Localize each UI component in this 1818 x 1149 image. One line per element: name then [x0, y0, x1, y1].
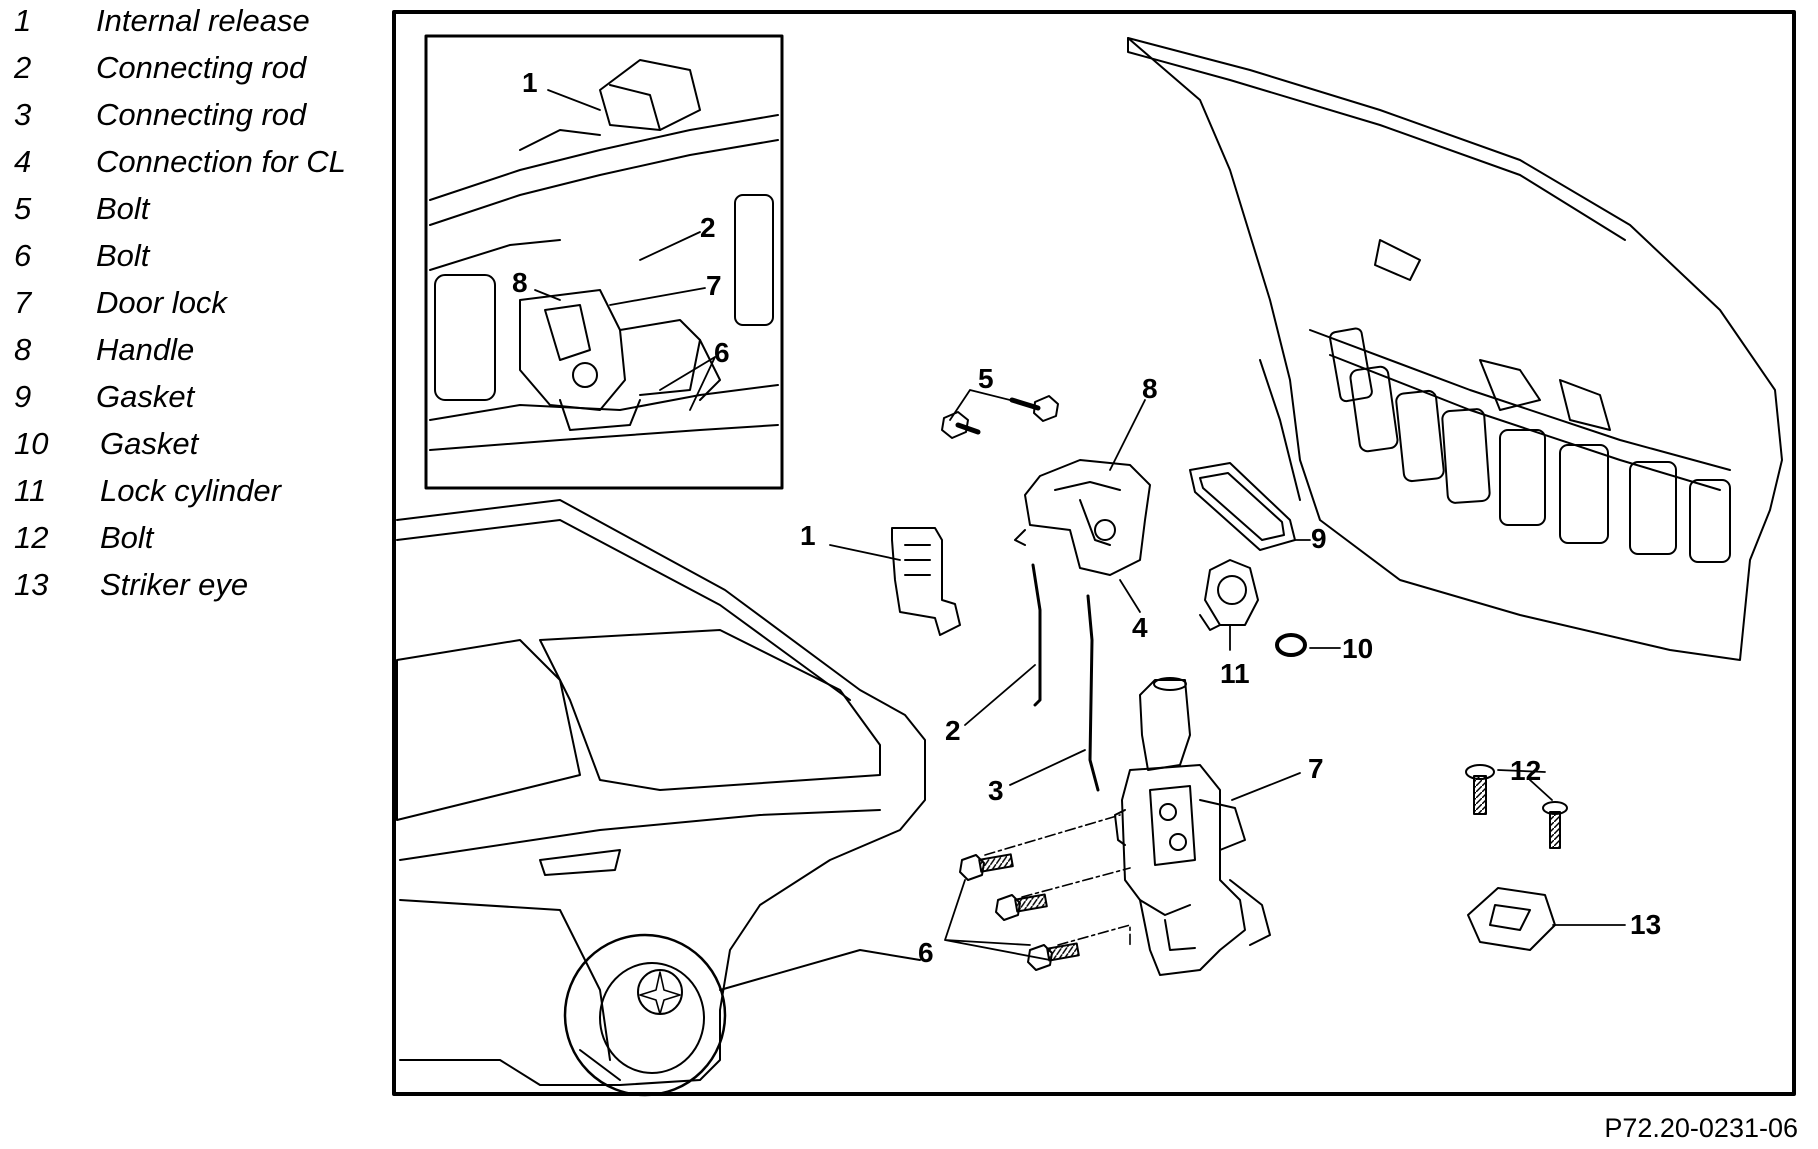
legend-item: 12 Bolt [14, 519, 394, 566]
callout-label: 8 [1142, 373, 1158, 404]
callout-label: 2 [945, 715, 961, 746]
legend-label: Gasket [96, 379, 195, 414]
callout-label: 1 [522, 67, 538, 98]
legend-label: Door lock [96, 285, 227, 320]
legend-item: 5 Bolt [14, 190, 394, 237]
legend-number: 2 [14, 50, 32, 85]
lock-cylinder-part [1199, 559, 1259, 631]
callout-label: 2 [700, 212, 716, 243]
connecting-rod-part [1031, 563, 1042, 707]
callout-label: 11 [1220, 658, 1250, 689]
legend-item: 6 Bolt [14, 237, 394, 284]
legend-label: Internal release [96, 3, 310, 38]
legend-number: 12 [14, 520, 49, 555]
legend-number: 11 [14, 473, 47, 508]
callout-label: 5 [978, 363, 994, 394]
legend-label: Connecting rod [96, 97, 307, 132]
legend-label: Bolt [100, 520, 154, 555]
striker-eye-part [1467, 887, 1556, 951]
reference-code: P72.20-0231-06 [1604, 1113, 1798, 1143]
legend-number: 4 [14, 144, 32, 179]
legend-number: 8 [14, 332, 32, 367]
callout-label: 7 [1308, 753, 1324, 784]
part-callouts: 1 2 3 4 5 6 7 8 9 10 11 12 13 [800, 363, 1661, 968]
callout-label: 8 [512, 267, 528, 298]
alignment-lines [984, 814, 1131, 946]
callout-label: 4 [1132, 612, 1148, 643]
legend-number: 1 [14, 3, 32, 38]
legend-number: 9 [14, 379, 32, 414]
bolt-part [941, 411, 981, 439]
inset-detail [424, 34, 784, 490]
callout-label: 6 [918, 937, 934, 968]
legend-label: Lock cylinder [100, 473, 281, 508]
legend-item: 10 Gasket [14, 425, 394, 472]
callout-label: 9 [1311, 523, 1327, 554]
legend-number: 6 [14, 238, 32, 273]
legend-item: 13 Striker eye [14, 566, 394, 613]
legend-item: 4 Connection for CL [14, 143, 394, 190]
bolt-part [1027, 942, 1080, 971]
legend-label: Bolt [96, 191, 150, 226]
legend-number: 13 [14, 567, 49, 602]
legend-item: 9 Gasket [14, 378, 394, 425]
legend-item: 3 Connecting rod [14, 96, 394, 143]
legend-item: 8 Handle [14, 331, 394, 378]
legend-item: 7 Door lock [14, 284, 394, 331]
callout-label: 3 [988, 775, 1004, 806]
gasket-part [1189, 462, 1296, 551]
legend-label: Handle [96, 332, 195, 367]
gasket-ring-part [1275, 633, 1307, 657]
bolt-part [995, 893, 1048, 921]
leader-lines [534, 89, 1626, 961]
car-body [396, 499, 926, 1097]
callout-label: 6 [714, 337, 730, 368]
tailgate-panel [1127, 37, 1783, 661]
legend-label: Connecting rod [96, 50, 307, 85]
legend-number: 7 [14, 285, 32, 320]
legend-number: 3 [14, 97, 32, 132]
legend-label: Connection for CL [96, 144, 346, 179]
handle-part [1014, 459, 1151, 576]
callout-label: 10 [1342, 633, 1373, 664]
bolt-part [1009, 395, 1059, 422]
legend-item: 11 Lock cylinder [14, 472, 394, 519]
legend-label: Bolt [96, 238, 150, 273]
bolt-part [1465, 764, 1495, 815]
callout-label: 13 [1630, 909, 1661, 940]
connecting-rod-part [1086, 594, 1100, 792]
inset-callouts: 1 2 7 6 8 [512, 67, 730, 368]
legend-item: 2 Connecting rod [14, 49, 394, 96]
legend-label: Striker eye [100, 567, 249, 602]
legend-number: 10 [14, 426, 49, 461]
bolt-part [1542, 801, 1568, 849]
internal-release-part [891, 527, 961, 636]
legend-number: 5 [14, 191, 32, 226]
legend-label: Gasket [100, 426, 199, 461]
bolt-part [959, 853, 1014, 881]
door-lock-part [1114, 677, 1271, 976]
callout-label: 7 [706, 270, 722, 301]
callout-label: 1 [800, 520, 816, 551]
callout-label: 12 [1510, 755, 1541, 786]
legend-item: 1 Internal release [14, 2, 394, 49]
diagram-frame [392, 10, 1796, 1096]
